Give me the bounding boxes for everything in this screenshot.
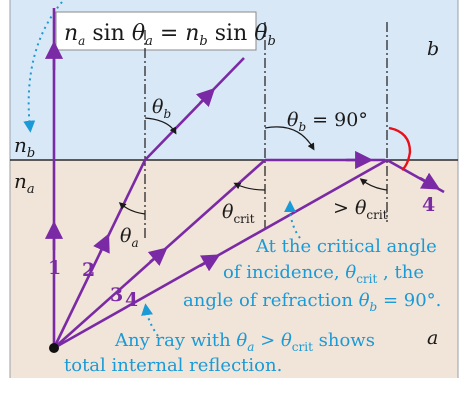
annotation-tir: Any ray with θa > θcrit shows total inte… — [64, 330, 375, 376]
equation-box — [55, 11, 257, 51]
theta-b-90-label: θb = 90° — [287, 109, 368, 134]
arc-gt-theta-crit — [359, 178, 388, 191]
annotation-critical-line2: of incidence, θcrit , the — [223, 262, 424, 286]
ray-2-refracted-arrow — [195, 87, 216, 108]
medium-a-label: a — [427, 327, 438, 349]
gt-theta-crit-label: > θcrit — [333, 197, 388, 222]
ray-1-number: 1 — [48, 257, 61, 279]
rays — [44, 8, 445, 350]
theta-a-label: θa — [120, 225, 139, 250]
ray-4-number-incident: 4 — [125, 289, 138, 311]
annotation-critical-line1: At the critical angle — [255, 236, 437, 257]
annotation-critical-line3: angle of refraction θb = 90°. — [183, 290, 441, 314]
theta-crit-label: θcrit — [222, 201, 255, 226]
annotation-critical-angle: At the critical angle of incidence, θcri… — [183, 236, 441, 314]
light-source-point — [49, 343, 59, 353]
theta-b-label: θb — [152, 96, 171, 121]
ray-2-arrow — [93, 233, 110, 254]
dotted-pointer-critical — [284, 200, 301, 239]
na-label: na — [14, 169, 35, 197]
arc-theta-a — [118, 202, 146, 215]
medium-b-label: b — [427, 38, 439, 60]
arc-red-reflection — [388, 126, 412, 171]
nb-label: nb — [14, 133, 35, 161]
arc-theta-crit — [233, 182, 266, 191]
snell-equation: na sin θa = nb sin θb — [64, 21, 276, 49]
medium-a-region — [10, 160, 458, 378]
arc-theta-b — [144, 117, 177, 135]
ray-4-number-reflected: 4 — [422, 194, 435, 216]
arc-theta-b-90 — [264, 126, 315, 151]
ray-4-incident — [53, 158, 388, 350]
ray-4-arrow — [199, 254, 221, 272]
annotation-tir-line1: Any ray with θa > θcrit shows — [114, 330, 375, 354]
ray-3-number: 3 — [110, 284, 123, 306]
ray-2-number: 2 — [82, 259, 95, 281]
ray-2-refracted — [144, 57, 245, 161]
annotation-tir-line2: total internal reflection. — [64, 355, 282, 376]
ray-3-arrow — [147, 247, 168, 266]
ray-4-reflected-arrow — [419, 172, 441, 190]
ray-2-incident — [52, 159, 147, 349]
